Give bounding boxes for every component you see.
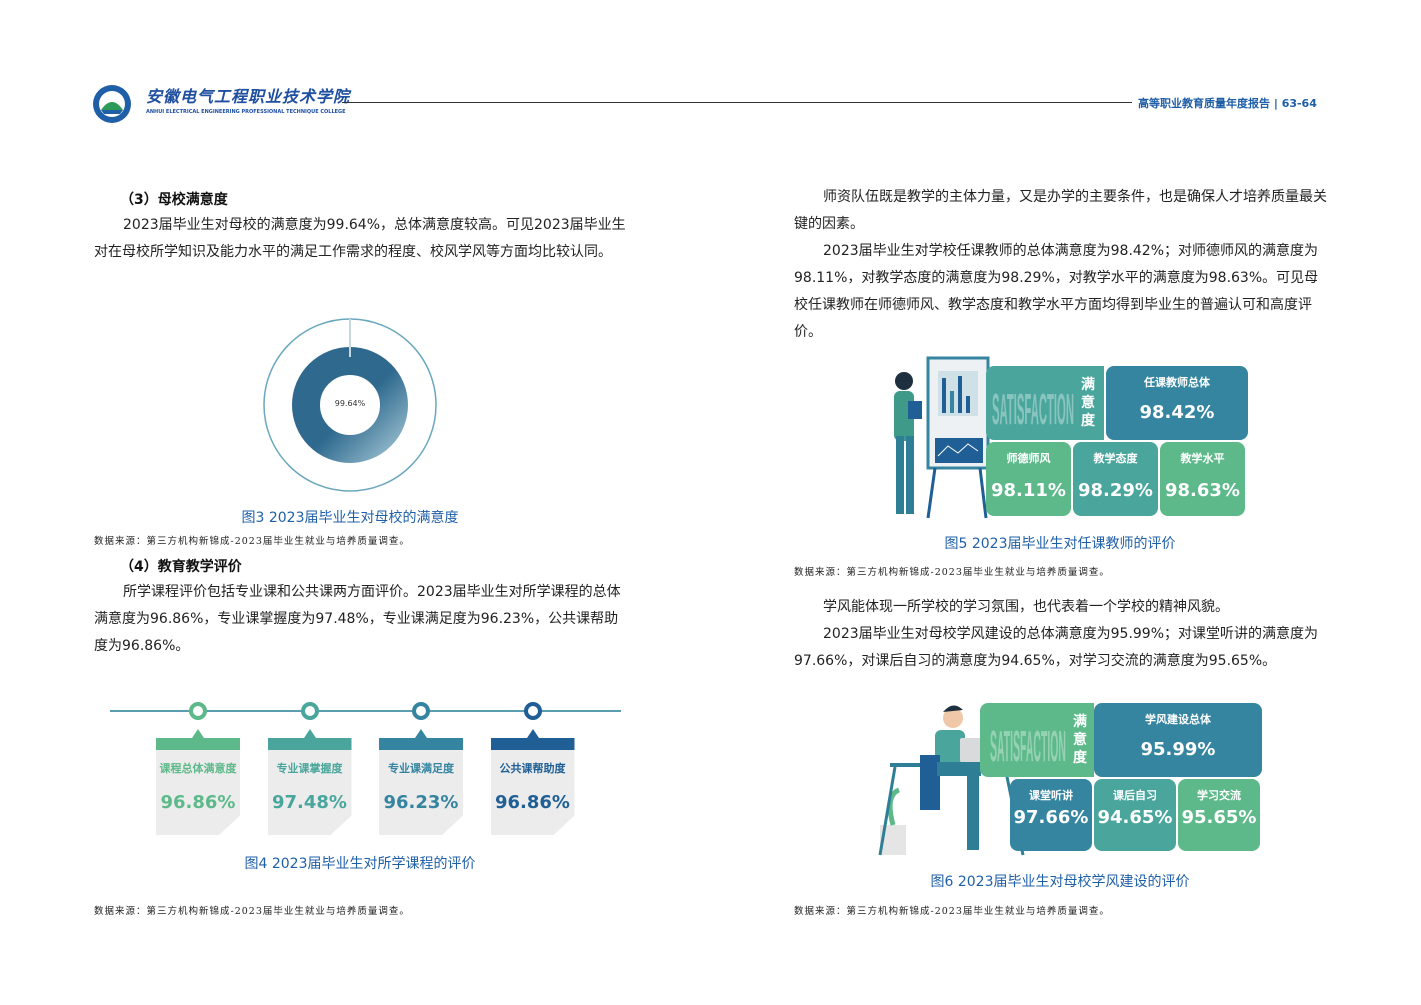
data-source-note: 数据来源：第三方机构新锦成-2023届毕业生就业与培养质量调查。 (794, 906, 1110, 917)
tile-label: 学风建设总体 (1145, 713, 1211, 726)
fig6-sub-tile: 课后自习 94.65% (1094, 779, 1176, 851)
timeline-node (523, 702, 542, 720)
study-atmosphere-intro: 学风能体现一所学校的学习氛围，也代表着一个学校的精神风貌。 (823, 599, 1229, 615)
timeline-node (412, 702, 430, 720)
tile-label: 教学态度 (1093, 452, 1138, 465)
fig5-sub-tile: 教学态度 98.29% (1073, 442, 1158, 516)
fig5-caption: 图5 2023届毕业生对任课教师的评价 (944, 536, 1176, 552)
section4-heading: （4）教育教学评价 (120, 559, 242, 575)
page-numbers: 63-64 (1281, 97, 1317, 110)
tile-value: 95.99% (1140, 739, 1216, 760)
card-value: 97.48% (272, 792, 347, 813)
card-value: 96.23% (383, 792, 459, 813)
card-label: 公共课帮助度 (499, 762, 566, 775)
tile-value: 98.11% (991, 480, 1066, 501)
faculty-satisfaction-paragraph: 2023届毕业生对学校任课教师的总体满意度为98.42%；对师德师风的满意度为9… (794, 243, 1319, 340)
data-source-note: 数据来源：第三方机构新锦成-2023届毕业生就业与培养质量调查。 (94, 906, 410, 917)
satisfaction-watermark-text: SATISFACTION (990, 722, 1066, 771)
data-source-note: 数据来源：第三方机构新锦成-2023届毕业生就业与培养质量调查。 (794, 567, 1110, 578)
satisfaction-watermark-text: SATISFACTION (992, 385, 1074, 434)
donut-value-label: 99.64% (334, 399, 366, 408)
header-rule (342, 102, 1132, 103)
tile-label: 课堂听讲 (1029, 789, 1073, 802)
report-title: 高等职业教育质量年度报告 (1138, 97, 1270, 110)
report-header: 高等职业教育质量年度报告 | 63-64 (1138, 97, 1317, 110)
tile-label: 任课教师总体 (1144, 376, 1210, 389)
faculty-intro-paragraph: 师资队伍既是教学的主体力量，又是办学的主要条件，也是确保人才培养质量最关键的因素… (794, 189, 1327, 232)
tile-label: 师德师风 (1006, 452, 1051, 465)
fig6-caption: 图6 2023届毕业生对母校学风建设的评价 (930, 874, 1190, 890)
timeline-node (189, 702, 207, 720)
card-label: 课程总体满意度 (159, 762, 237, 775)
fig6-sub-tile: 课堂听讲 97.66% (1010, 779, 1092, 851)
satisfaction-watermark: SATISFACTION (990, 722, 1066, 771)
fig3-caption: 图3 2023届毕业生对母校的满意度 (241, 510, 459, 526)
tile-label: 课后自习 (1113, 789, 1157, 802)
logo-emblem-icon (93, 85, 131, 123)
timeline-line (110, 710, 621, 712)
card-label: 专业课满足度 (388, 762, 454, 775)
card-pointer (526, 729, 539, 738)
fig6-satisfaction-banner: SATISFACTION 满意度 (980, 703, 1094, 777)
section4-paragraph: 所学课程评价包括专业课和公共课两方面评价。2023届毕业生对所学课程的总体满意度… (94, 584, 621, 654)
donut-slice (292, 347, 408, 463)
fig6-main-tile: 学风建设总体 95.99% (1094, 703, 1262, 777)
satisfaction-watermark: SATISFACTION (992, 385, 1074, 434)
card-value: 96.86% (160, 792, 236, 813)
fig4-caption: 图4 2023届毕业生对所学课程的评价 (244, 856, 476, 872)
study-atmosphere-paragraph: 2023届毕业生对母校学风建设的总体满意度为95.99%；对课堂听讲的满意度为9… (794, 626, 1319, 669)
tile-value: 97.66% (1013, 807, 1089, 828)
course-eval-card: 专业课满足度 96.23% (379, 738, 463, 835)
card-value: 96.86% (495, 792, 570, 813)
teacher-illustration (880, 356, 990, 521)
satisfaction-label: 满意度 (1073, 714, 1087, 766)
tile-label: 学习交流 (1197, 789, 1241, 802)
tile-label: 教学水平 (1180, 452, 1225, 465)
fig5-sub-tile: 师德师风 98.11% (986, 442, 1071, 516)
card-header-bar (156, 738, 240, 750)
card-pointer (192, 729, 204, 738)
section3-heading: （3）母校满意度 (120, 192, 228, 208)
section3-paragraph: 2023届毕业生对母校的满意度为99.64%，总体满意度较高。可见2023届毕业… (94, 217, 626, 260)
data-source-note: 数据来源：第三方机构新锦成-2023届毕业生就业与培养质量调查。 (94, 536, 410, 547)
card-header-bar (490, 738, 575, 750)
course-eval-card: 课程总体满意度 96.86% (156, 738, 240, 835)
course-eval-card: 专业课掌握度 97.48% (267, 738, 352, 835)
card-header-bar (267, 738, 352, 750)
card-label: 专业课掌握度 (276, 762, 343, 775)
school-logo (92, 84, 132, 124)
school-name-en: ANHUI ELECTRICAL ENGINEERING PROFESSIONA… (146, 109, 346, 115)
tile-value: 95.65% (1181, 807, 1257, 828)
fig6-sub-tile: 学习交流 95.65% (1178, 779, 1260, 851)
card-header-bar (379, 738, 463, 750)
satisfaction-label: 满意度 (1081, 377, 1095, 429)
tile-value: 98.29% (1078, 480, 1153, 501)
fig5-satisfaction-banner: SATISFACTION 满意度 (986, 366, 1104, 440)
fig5-sub-tile: 教学水平 98.63% (1160, 442, 1245, 516)
fig3-donut: 99.64% (262, 317, 438, 493)
tile-value: 98.42% (1139, 402, 1215, 423)
timeline-node (300, 702, 319, 720)
fig5-main-tile: 任课教师总体 98.42% (1106, 366, 1248, 440)
tile-value: 98.63% (1165, 480, 1240, 501)
tile-value: 94.65% (1097, 807, 1173, 828)
card-pointer (415, 729, 427, 738)
card-pointer (303, 729, 316, 738)
school-name: 安徽电气工程职业技术学院 (146, 87, 351, 106)
course-eval-card: 公共课帮助度 96.86% (490, 738, 575, 835)
